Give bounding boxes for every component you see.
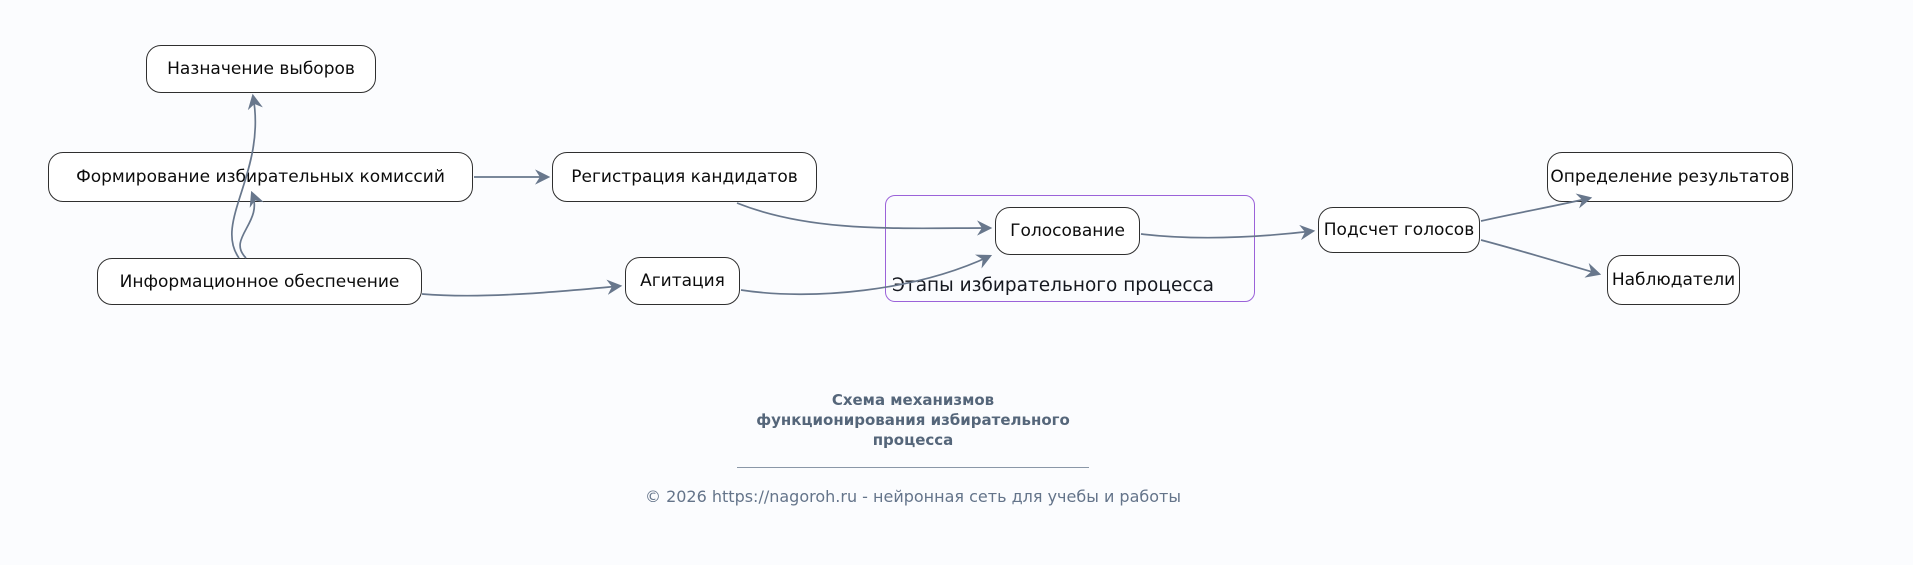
- node-agitacia: Агитация: [625, 257, 740, 305]
- node-podschet-golosov: Подсчет голосов: [1318, 207, 1480, 253]
- edge-informacionnoe-to-formirovanie: [239, 190, 264, 259]
- edge-podschet-to-nabludateli: [1480, 239, 1602, 278]
- node-opredelenie-rezultatov: Определение результатов: [1547, 152, 1793, 202]
- footer-title: Схема механизмов функционирования избира…: [756, 391, 1070, 449]
- node-nabludateli: Наблюдатели: [1607, 255, 1740, 305]
- node-formirovanie-komissij: Формирование избирательных комиссий: [48, 152, 473, 202]
- footer-copyright: © 2026 https://nagoroh.ru - нейронная се…: [644, 487, 1181, 506]
- footer: Схема механизмов функционирования избира…: [613, 390, 1213, 506]
- edge-informacionnoe-to-agitacia: [421, 279, 623, 297]
- footer-divider: [737, 467, 1089, 468]
- node-informacionnoe-obespechenie: Информационное обеспечение: [97, 258, 422, 305]
- node-golosovanie: Голосование: [995, 207, 1140, 255]
- stage-group-label: Этапы избирательного процесса: [892, 275, 1215, 296]
- node-registracia-kandidatov: Регистрация кандидатов: [552, 152, 817, 202]
- node-naznachenie-vyborov: Назначение выборов: [146, 45, 376, 93]
